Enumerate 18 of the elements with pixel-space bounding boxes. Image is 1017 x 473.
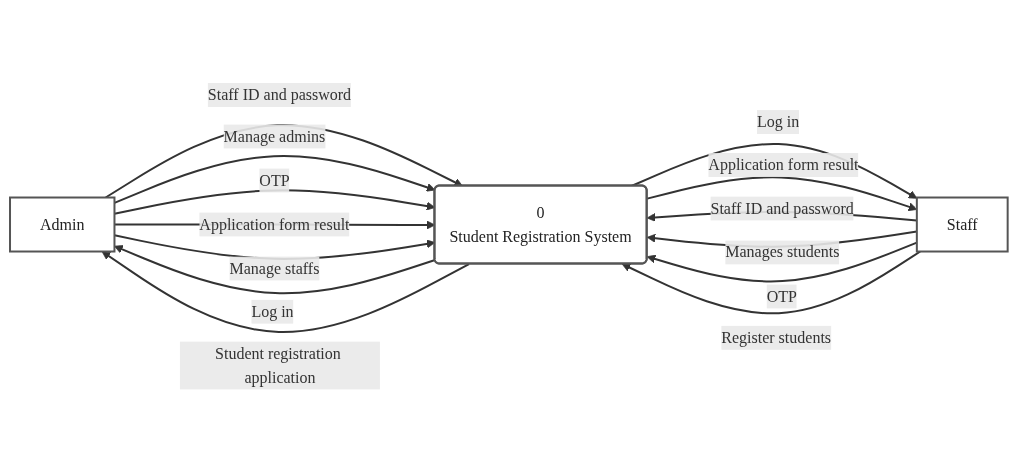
node-box: Staff — [915, 196, 1009, 253]
edge-label: Manage staffs — [229, 259, 320, 277]
node-box: Admin — [8, 196, 116, 253]
arrow — [621, 250, 921, 315]
edge-label: Application form result — [199, 215, 350, 233]
arrow — [630, 143, 917, 199]
edge-label: Manages students — [724, 243, 840, 261]
edge-label: Manage admins — [223, 127, 325, 145]
arrow — [101, 251, 470, 334]
edge-label: Log in — [251, 302, 294, 320]
edge-label: Staff ID and password — [710, 199, 854, 217]
edge-label: Staff ID and password — [207, 86, 351, 104]
edge-label: OTP — [766, 287, 797, 305]
edge-label: OTP — [259, 171, 290, 189]
edge-label: Register students — [720, 329, 831, 347]
edge-label: Application form result — [707, 156, 859, 174]
edge-label: Log in — [756, 113, 799, 131]
edge-label: Student registration application — [214, 344, 341, 386]
